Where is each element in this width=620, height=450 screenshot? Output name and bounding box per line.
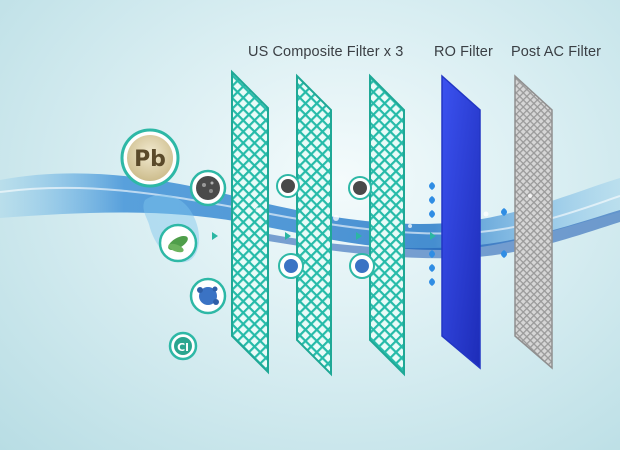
post-ac-filter (514, 74, 553, 370)
us-composite-filter-label: US Composite Filter x 3 (248, 44, 404, 60)
flow-arrow-4 (430, 232, 436, 240)
lead-icon: Pb (120, 128, 180, 188)
us-composite-filter-1 (231, 69, 269, 375)
sediment-particle-icon (189, 169, 227, 207)
bacteria-icon (158, 223, 198, 263)
sediment-particle-icon (348, 176, 372, 200)
ro-filter-label: RO Filter (434, 44, 493, 60)
us-composite-filter-3 (369, 73, 405, 377)
flow-arrow-3 (356, 232, 362, 240)
flow-arrow-1 (212, 232, 218, 240)
sediment-particle-icon (276, 174, 300, 198)
lead-symbol: Pb (134, 147, 166, 172)
flow-arrow-2 (285, 232, 291, 240)
virus-icon (349, 253, 375, 279)
us-composite-filter-2 (296, 73, 332, 377)
virus-icon (189, 277, 227, 315)
water-droplet-icon (501, 208, 507, 258)
post-ac-filter-label: Post AC Filter (511, 44, 602, 60)
virus-icon (278, 253, 304, 279)
chlorine-symbol: Cl (177, 341, 189, 354)
water-droplet-icon (429, 182, 435, 286)
ro-filter (441, 74, 481, 370)
water-bubbles (255, 194, 532, 228)
chlorine-icon: Cl (168, 331, 198, 361)
